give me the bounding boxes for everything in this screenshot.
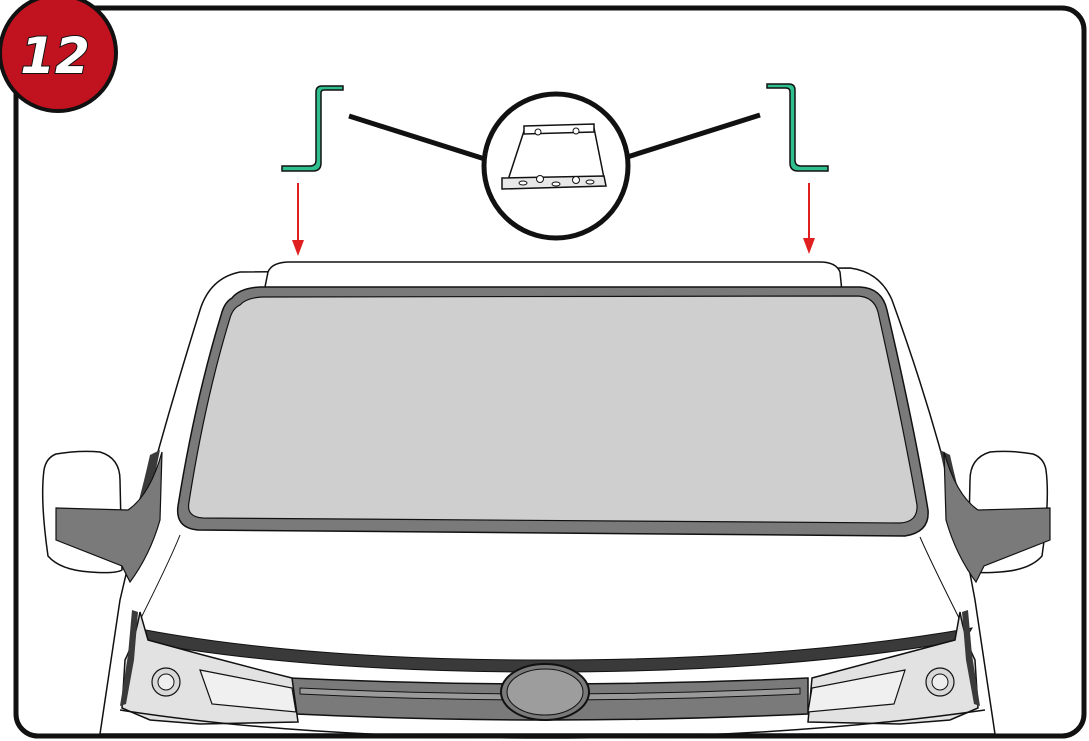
left-headlight bbox=[120, 610, 299, 725]
roof-rail bbox=[263, 261, 843, 293]
bumper-edge bbox=[119, 709, 986, 739]
left-bracket-icon bbox=[281, 85, 344, 172]
van-illustration bbox=[41, 261, 1051, 739]
step-badge-circle bbox=[0, 0, 118, 113]
leader-line-left bbox=[348, 113, 489, 163]
down-arrow-icon-right bbox=[803, 183, 815, 254]
right-bracket-icon bbox=[766, 83, 829, 172]
hood-line-right bbox=[919, 536, 961, 621]
down-arrow-icon-left bbox=[292, 183, 304, 256]
left-mirror bbox=[41, 450, 163, 584]
mounting-plate-detail-icon bbox=[481, 91, 631, 241]
hood-line-left bbox=[139, 534, 181, 621]
hood-edge bbox=[129, 627, 973, 673]
step-number: 12 bbox=[20, 27, 90, 85]
step-badge: 12 bbox=[0, 0, 118, 113]
grille-slot bbox=[299, 687, 801, 701]
leader-line-right bbox=[623, 112, 761, 161]
right-mirror bbox=[943, 450, 1051, 584]
right-headlight bbox=[807, 610, 980, 725]
windshield-glass bbox=[187, 295, 918, 524]
